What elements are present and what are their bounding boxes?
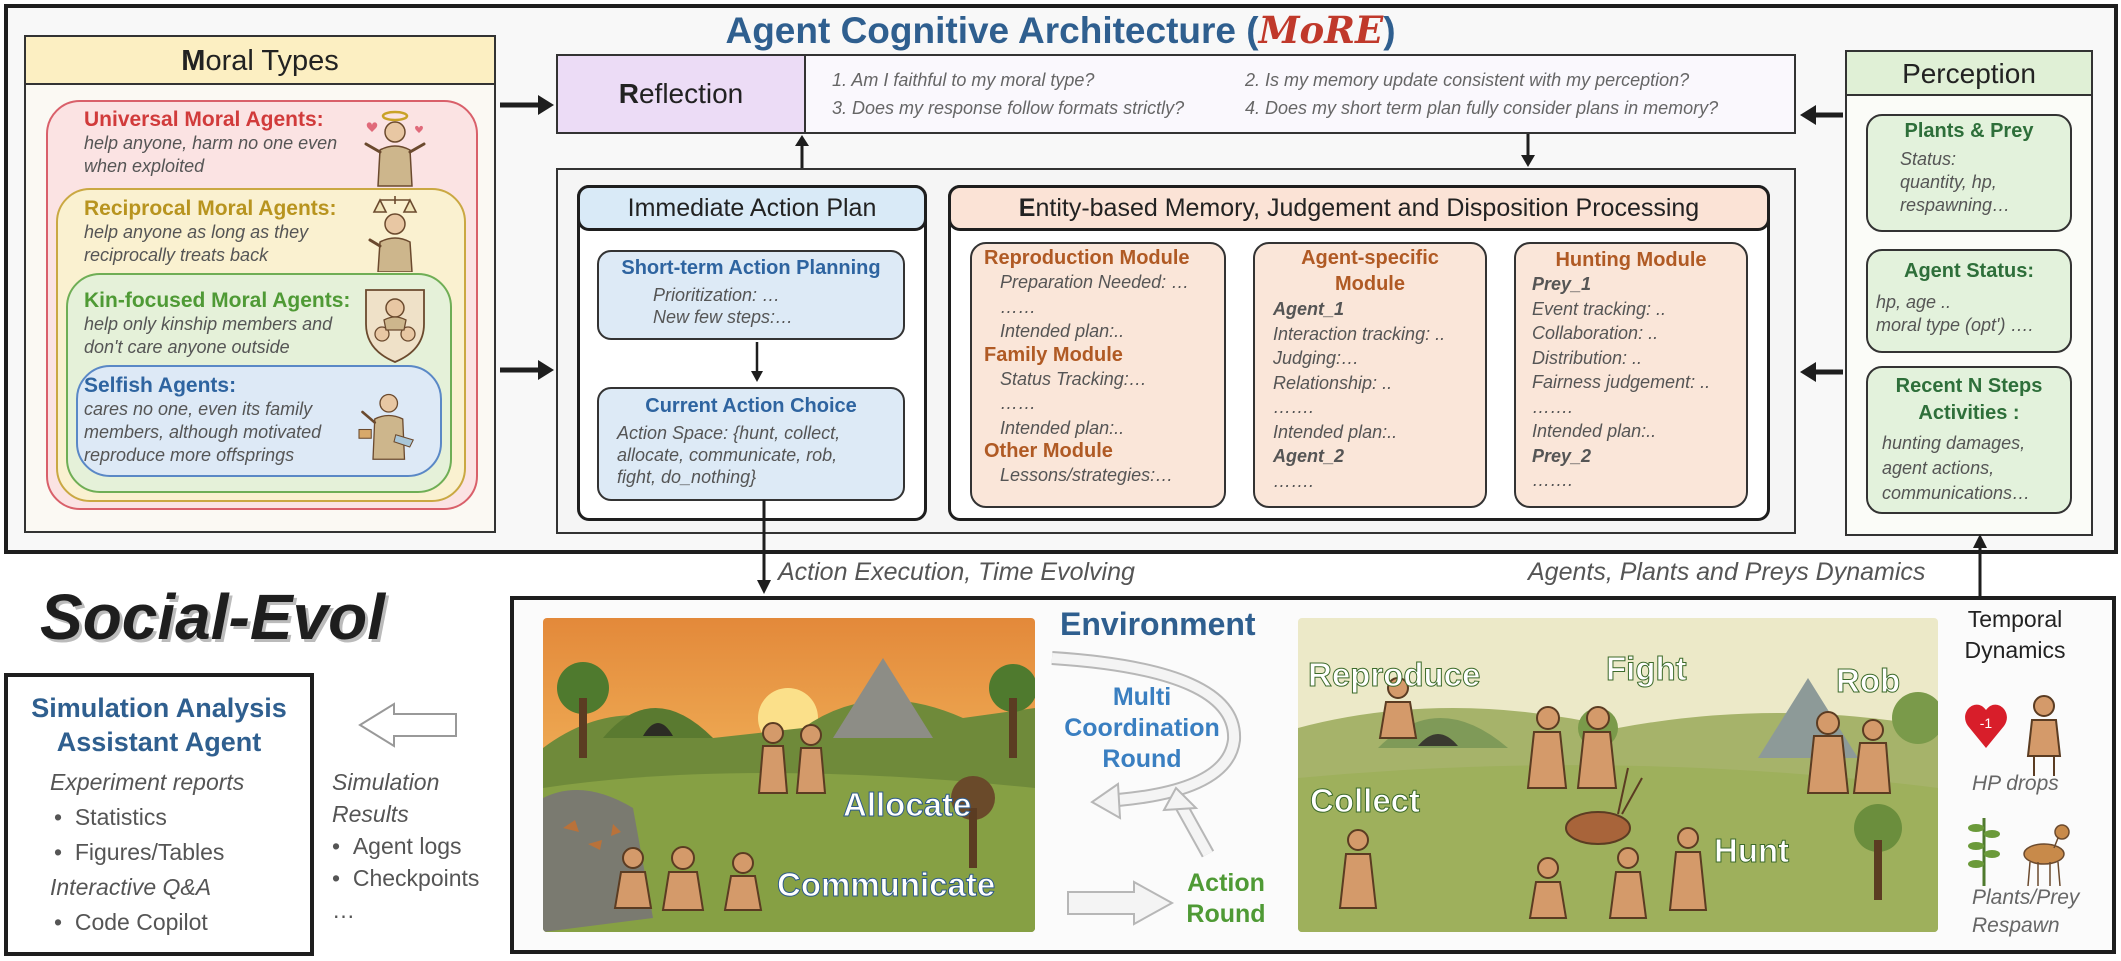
hunting-module-content: Hunting Module Prey_1 Event tracking: ..… (1532, 249, 1711, 490)
hp-badge-text: -1 (1980, 715, 1993, 731)
fight-label: Fight (1606, 650, 1687, 687)
results-to-analysis-arrow (358, 702, 457, 748)
action-space-details: Action Space: {hunt, collect, allocate, … (617, 423, 841, 487)
immediate-action-plan-header: Immediate Action Plan (577, 185, 927, 231)
reflection-question-1: 1. Am I faithful to my moral type? (832, 70, 1095, 90)
kin-focused-moral-text: Kin-focused Moral Agents: help only kins… (84, 289, 351, 357)
hunting-module-box (1514, 242, 1748, 508)
simulation-analysis-box: Simulation Analysis Assistant Agent Expe… (4, 673, 314, 956)
hunt-label: Hunt (1714, 832, 1789, 869)
reflection-question-4: 4. Does my short term plan fully conside… (1245, 98, 1719, 118)
interactive-qa-label: Interactive Q&A (50, 874, 212, 900)
respawn-icon (1968, 818, 2070, 887)
perception-header: Perception (1845, 50, 2093, 96)
short-term-planning-details: Prioritization: … New few steps:… (653, 285, 794, 327)
experiment-reports-label: Experiment reports (50, 769, 245, 795)
short-term-planning-box (597, 250, 905, 340)
action-round-label: Action Round (1186, 869, 1266, 928)
temporal-dynamics-title: Temporal Dynamics (1964, 606, 2066, 663)
collect-label: Collect (1310, 782, 1420, 819)
perception-to-memory-arrow (1800, 362, 1843, 382)
allocate-label: Allocate (843, 786, 971, 823)
social-scene-image: Allocate Communicate (543, 618, 1035, 932)
hp-drops-label: HP drops (1972, 772, 2059, 795)
moral-types-header: Moral Types (24, 35, 496, 85)
architecture-acronym: MoRE (1258, 8, 1384, 52)
coordination-loop-arrow (1051, 651, 1242, 858)
moral-to-reflection-arrow (500, 95, 554, 115)
plants-prey-details: Status: quantity, hp, respawning… (1900, 149, 2011, 215)
action-scene-image: Reproduce Fight Rob Collect Hunt (1298, 618, 1938, 932)
recent-activities-details: hunting damages, agent actions, communic… (1882, 433, 2031, 503)
agent-status-details: hp, age .. moral type (opt') …. (1876, 292, 2034, 335)
scales-person-icon (368, 196, 418, 272)
agent-specific-box (1253, 242, 1487, 508)
reflection-header: Reflection (556, 54, 806, 134)
plants-prey-box (1866, 114, 2072, 232)
selfish-person-icon (358, 393, 414, 460)
planning-to-choice-arrow (751, 342, 763, 382)
angel-person-icon (364, 110, 426, 187)
simulation-results-list: Simulation Results • Agent logs • Checkp… (332, 769, 480, 923)
plan-to-reflection-arrow (795, 135, 809, 168)
reciprocal-moral-text: Reciprocal Moral Agents: help anyone as … (84, 197, 337, 265)
agent-status-title: Agent Status: (1904, 260, 2034, 282)
reproduction-family-box (970, 242, 1226, 508)
report-item-figures: • Figures/Tables (54, 839, 225, 865)
agent-specific-content: Agent-specific Module Agent_1 Interactio… (1273, 247, 1446, 491)
reproduction-family-content: Reproduction Module Preparation Needed: … (984, 247, 1190, 485)
architecture-title: Agent Cognitive Architecture (MoRE) (725, 8, 1396, 52)
selfish-agent-text: Selfish Agents: cares no one, even its f… (84, 374, 322, 465)
reflection-to-memory-arrow (1521, 134, 1535, 167)
communicate-label: Communicate (777, 866, 995, 903)
reproduce-label: Reproduce (1308, 656, 1480, 693)
plants-prey-title: Plants & Prey (1904, 120, 2034, 142)
coordination-round-label: Multi Coordination Round (1064, 683, 1220, 773)
short-term-planning-title: Short-term Action Planning (621, 257, 881, 279)
agent-status-box (1866, 249, 2072, 353)
qa-item-code-copilot: • Code Copilot (54, 909, 208, 935)
environment-title: Environment (1060, 606, 1256, 642)
reflection-question-3: 3. Does my response follow formats stric… (832, 98, 1185, 118)
action-round-arrow (1067, 880, 1175, 926)
action-execution-label: Action Execution, Time Evolving (778, 558, 1135, 586)
universal-moral-text: Universal Moral Agents: help anyone, har… (84, 108, 338, 176)
dynamics-arrow (1973, 534, 1987, 596)
rob-label: Rob (1836, 662, 1900, 699)
action-execution-arrow (757, 500, 771, 594)
dynamics-label: Agents, Plants and Preys Dynamics (1528, 558, 1926, 586)
perception-to-reflection-arrow (1800, 105, 1843, 125)
simulation-analysis-title: Simulation Analysis Assistant Agent (31, 693, 287, 757)
current-action-choice-box (597, 387, 905, 501)
report-item-statistics: • Statistics (54, 804, 167, 830)
recent-activities-box (1866, 366, 2072, 514)
moral-to-plan-arrow (500, 360, 554, 380)
social-evol-brand: Social-Evol (40, 581, 385, 653)
hp-drop-icon: -1 (1965, 695, 2062, 776)
respawn-label: Plants/Prey Respawn (1972, 886, 2080, 937)
entity-memory-header: Entity-based Memory, Judgement and Dispo… (948, 185, 1770, 231)
current-action-choice-title: Current Action Choice (645, 395, 857, 417)
shield-family-icon (365, 289, 425, 363)
reflection-question-2: 2. Is my memory update consistent with m… (1245, 70, 1690, 90)
recent-activities-title: Recent N Steps Activities : (1895, 375, 2043, 424)
